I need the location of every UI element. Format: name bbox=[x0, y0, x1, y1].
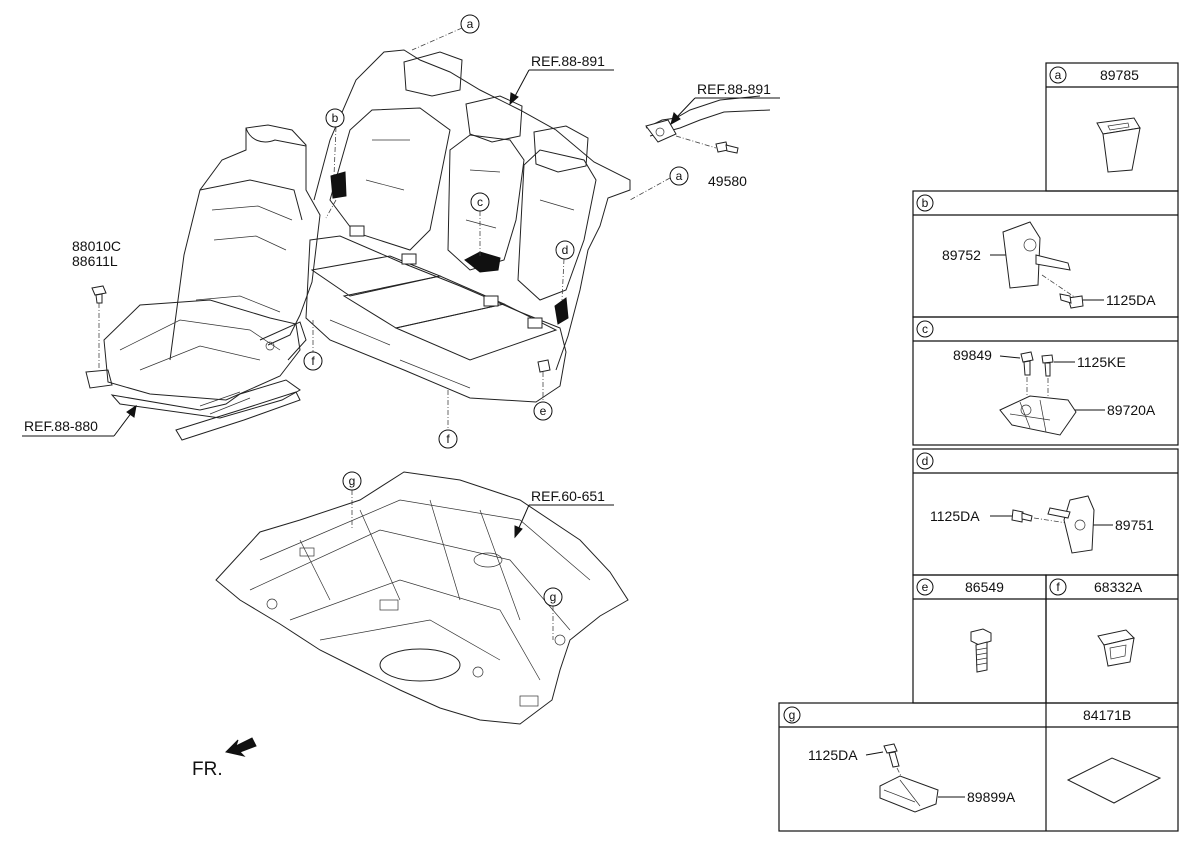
front-arrow-icon bbox=[225, 737, 257, 757]
ref-hinge: REF.88-891 bbox=[670, 81, 780, 126]
legend-d-letter: d bbox=[922, 454, 929, 468]
legend-c-letter: c bbox=[922, 322, 928, 336]
front-direction-indicator: FR. bbox=[192, 737, 257, 780]
svg-text:e: e bbox=[540, 404, 547, 418]
legend-box-b: b 89752 1125DA bbox=[912, 190, 1179, 318]
callout-f-bottom: f bbox=[438, 429, 458, 449]
callout-leader-lines bbox=[312, 27, 671, 430]
front-seat-drawing bbox=[85, 124, 321, 441]
svg-text:g: g bbox=[349, 474, 356, 488]
bolt-89849-icon bbox=[1020, 351, 1034, 405]
part-label-88010C: 88010C bbox=[72, 238, 121, 254]
svg-text:a: a bbox=[467, 17, 474, 31]
part-label-89751: 89751 bbox=[1115, 517, 1154, 533]
callout-a-right: a bbox=[669, 166, 689, 186]
svg-text:f: f bbox=[446, 432, 450, 446]
ref-floor-label: REF.60-651 bbox=[531, 488, 605, 504]
bracket-89899A-icon bbox=[879, 775, 939, 813]
legend-panel: a 89785 b 89752 1125DA bbox=[778, 62, 1179, 832]
callout-f-left: f bbox=[303, 351, 323, 371]
latch-89720A-icon bbox=[999, 395, 1077, 436]
legend-box-e: e 86549 bbox=[912, 574, 1047, 704]
ref-front-seat-label: REF.88-880 bbox=[24, 418, 98, 434]
legend-e-part: 86549 bbox=[965, 579, 1004, 595]
part-label-89849: 89849 bbox=[953, 347, 992, 363]
floor-panel-drawing bbox=[215, 471, 629, 725]
bolt-86549-icon bbox=[970, 628, 992, 673]
bracket-89751-icon bbox=[1047, 495, 1095, 554]
mat-84171B-icon bbox=[1066, 757, 1162, 804]
ref-rear-seat-label: REF.88-891 bbox=[531, 53, 605, 69]
legend-f-letter: f bbox=[1056, 580, 1060, 594]
legend-box-f: f 68332A bbox=[1045, 574, 1179, 704]
callout-d: d bbox=[555, 240, 575, 260]
callout-e: e bbox=[533, 401, 553, 421]
bolt-1125DA-g-icon bbox=[883, 743, 907, 787]
bolt-1125DA-b-icon bbox=[1059, 293, 1084, 309]
part-label-1125DA-b: 1125DA bbox=[1106, 292, 1156, 308]
callout-g-top: g bbox=[342, 471, 362, 491]
ref-floor: REF.60-651 bbox=[514, 488, 614, 539]
legend-a-letter: a bbox=[1055, 68, 1062, 82]
ref-front-seat: REF.88-880 bbox=[22, 404, 137, 437]
clip-89785-icon bbox=[1096, 117, 1141, 173]
legend-box-c: c 89849 1125KE 89720A bbox=[912, 316, 1179, 446]
legend-box-d: d 1125DA 89751 bbox=[912, 448, 1179, 576]
part-label-1125DA-g: 1125DA bbox=[808, 747, 858, 763]
part-label-89720A: 89720A bbox=[1107, 402, 1156, 418]
svg-text:d: d bbox=[562, 243, 569, 257]
bolt-1125DA-d-icon bbox=[1011, 509, 1081, 526]
svg-text:a: a bbox=[676, 169, 683, 183]
part-label-49580: 49580 bbox=[708, 173, 747, 189]
part-label-88611L: 88611L bbox=[72, 253, 118, 269]
part-label-1125KE: 1125KE bbox=[1077, 354, 1126, 370]
front-seat-bolt-icon bbox=[91, 285, 107, 304]
callout-g-right: g bbox=[543, 587, 563, 607]
part-label-89899A: 89899A bbox=[967, 789, 1016, 805]
bolt-1125KE-icon bbox=[1041, 354, 1054, 400]
legend-a-part: 89785 bbox=[1100, 67, 1139, 83]
callout-b: b bbox=[325, 108, 345, 128]
hinge-assembly-drawing bbox=[645, 95, 771, 149]
bolt-49580-icon bbox=[715, 141, 739, 154]
svg-text:g: g bbox=[550, 590, 557, 604]
legend-b-letter: b bbox=[922, 196, 929, 210]
legend-box-a: a 89785 bbox=[1045, 62, 1179, 192]
callout-c: c bbox=[470, 192, 490, 212]
legend-f-part: 68332A bbox=[1094, 579, 1143, 595]
legend-g-letter: g bbox=[789, 708, 796, 722]
legend-box-g: g 1125DA 89899A 84171B bbox=[778, 702, 1179, 832]
ref-rear-seat: REF.88-891 bbox=[509, 53, 614, 106]
legend-e-letter: e bbox=[922, 580, 929, 594]
svg-text:c: c bbox=[477, 195, 483, 209]
bracket-89752-icon bbox=[1002, 221, 1077, 299]
front-indicator-label: FR. bbox=[192, 759, 223, 780]
svg-text:b: b bbox=[332, 111, 339, 125]
part-label-89752: 89752 bbox=[942, 247, 981, 263]
svg-text:f: f bbox=[311, 354, 315, 368]
callout-a-top: a bbox=[460, 14, 480, 34]
rear-seat-drawing bbox=[305, 49, 631, 403]
ref-hinge-label: REF.88-891 bbox=[697, 81, 771, 97]
part-label-1125DA-d: 1125DA bbox=[930, 508, 980, 524]
legend-mat-part: 84171B bbox=[1083, 707, 1131, 723]
plug-68332A-icon bbox=[1097, 629, 1135, 667]
